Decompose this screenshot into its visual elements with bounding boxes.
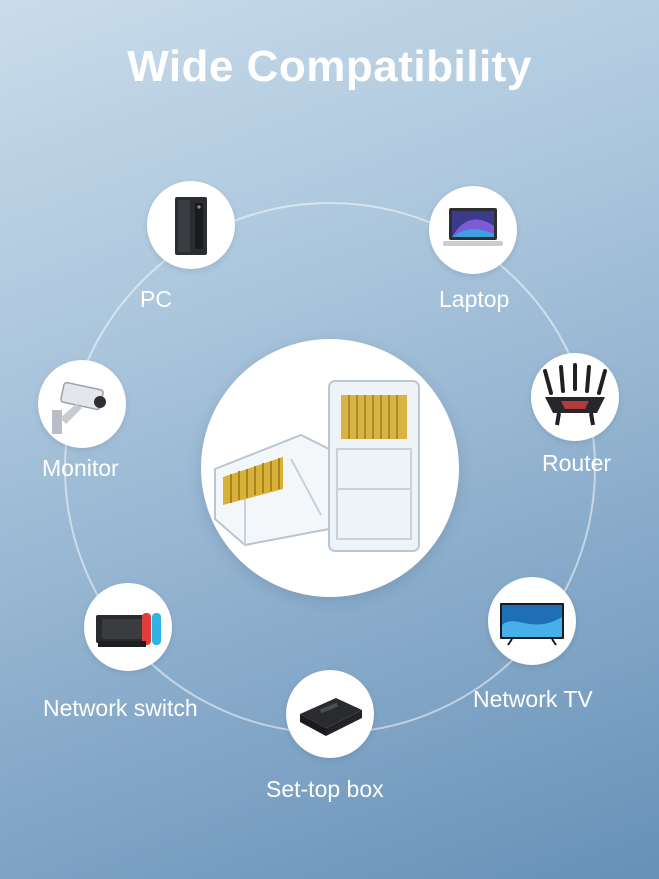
device-label-pc: PC [140,286,172,312]
device-label-laptop: Laptop [439,286,510,312]
page-title: Wide Compatibility [127,42,532,91]
device-pc [147,181,235,269]
device-network-switch [84,583,172,671]
device-label-router: Router [542,450,612,476]
device-set-top-box [286,670,374,758]
device-label-network-switch: Network switch [43,695,198,721]
set-top-box-icon [300,698,362,736]
device-monitor [38,360,126,448]
security-camera-icon [52,381,106,434]
desktop-tower-icon [175,197,207,255]
device-network-tv [488,577,576,665]
laptop-icon [443,208,503,246]
game-console-icon [96,613,161,647]
television-icon [500,603,564,646]
rj45-connectors-image [201,339,459,597]
device-label-network-tv: Network TV [473,686,593,712]
device-router [531,353,619,441]
device-label-set-top-box: Set-top box [266,776,384,802]
router-icon [543,363,607,426]
device-laptop [429,186,517,274]
device-label-monitor: Monitor [42,455,119,481]
